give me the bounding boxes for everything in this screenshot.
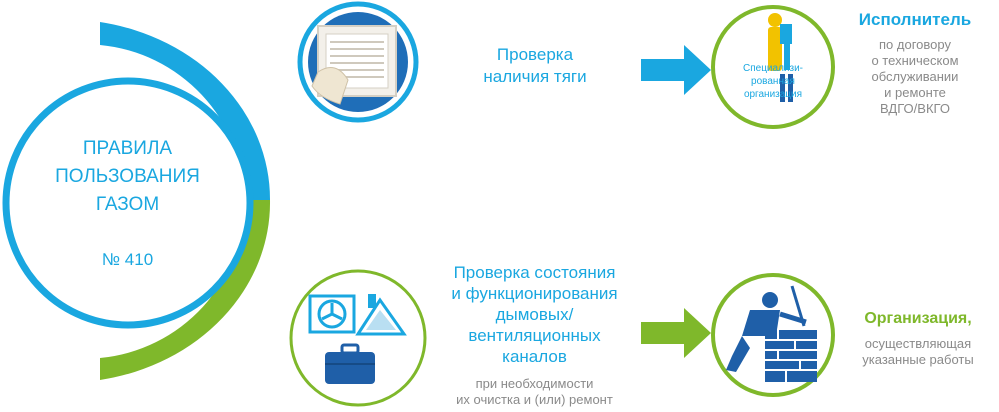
organization-description-line: указанные работы [862, 352, 974, 367]
specialist-label-line: рованная [751, 76, 795, 87]
executor-description-line: о техническом [871, 53, 959, 68]
step2-label-line: каналов [502, 347, 567, 366]
step2-note-line: при необходимости [475, 376, 594, 391]
vent-fan-icon [308, 294, 356, 334]
step2-icons [289, 269, 427, 407]
center-title-line: ПОЛЬЗОВАНИЯ [55, 166, 200, 187]
executor-title: Исполнитель [858, 10, 972, 29]
toolbox-icon [325, 343, 375, 384]
organization-description-line: осуществляющая [864, 336, 972, 351]
center-circle [2, 77, 254, 329]
step1-label: Проверка наличия тяги [440, 44, 630, 88]
center-title-line: ПРАВИЛА [82, 138, 173, 159]
arrow-blue [641, 45, 711, 95]
executor-description-line: по договору [879, 37, 951, 52]
specialist-label: Специализи- рованная организация [723, 62, 823, 101]
specialist-label-line: Специализи- [743, 63, 803, 74]
executor-description-line: обслуживании [871, 69, 959, 84]
specialist-worker-icon [711, 5, 835, 129]
executor-description-line: ВДГО/ВКГО [880, 101, 950, 116]
arrow-green [641, 308, 711, 358]
step1-label-line: Проверка [496, 45, 574, 64]
center-title: ПРАВИЛА ПОЛЬЗОВАНИЯ ГАЗОМ [40, 135, 215, 219]
step2-note: при необходимости их очистка и (или) рем… [412, 376, 657, 408]
executor-description: по договору о техническом обслуживании и… [840, 37, 990, 117]
regulation-number: № 410 [101, 250, 154, 269]
step1-label-line: наличия тяги [483, 67, 587, 86]
step2-label-line: вентиляционных [468, 326, 601, 345]
chimney-worker-icon [711, 273, 835, 397]
step2-note-line: их очистка и (или) ремонт [456, 392, 613, 407]
step2-label-line: и функционирования [451, 284, 618, 303]
organization-description: осуществляющая указанные работы [838, 336, 998, 368]
executor-description-line: и ремонте [884, 85, 946, 100]
specialist-label-line: организация [743, 89, 803, 100]
step2-label: Проверка состояния и функционирования ды… [412, 262, 657, 367]
ring-green-segment [100, 200, 271, 380]
ring-blue-segment [100, 22, 271, 200]
center-title-line: ГАЗОМ [95, 194, 160, 215]
step2-label-line: Проверка состояния [453, 263, 616, 282]
step2-label-line: дымовых/ [495, 305, 574, 324]
vent-grille-icon [297, 1, 419, 123]
roof-icon [355, 294, 407, 336]
organization-title: Организация, [864, 310, 972, 327]
